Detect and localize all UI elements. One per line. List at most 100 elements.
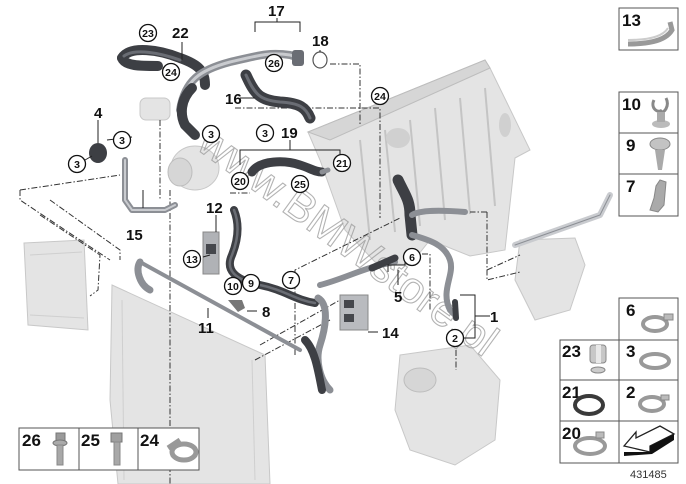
svg-text:24: 24 [374, 91, 386, 103]
water-pump [139, 97, 220, 191]
circle-callout-3b: 3 [67, 154, 87, 174]
legend-label-9: 9 [626, 136, 635, 155]
hose-clamp-24-icon [166, 437, 199, 463]
svg-text:13: 13 [186, 254, 198, 266]
callout-12: 12 [206, 200, 223, 217]
circle-callout-21: 21 [332, 153, 352, 173]
bracket-12 [202, 231, 220, 275]
svg-text:23: 23 [142, 28, 154, 40]
circle-callout-3a: 3 [112, 130, 132, 150]
legend-label-13: 13 [622, 11, 641, 30]
hose-right-main [392, 174, 468, 321]
svg-text:7: 7 [288, 275, 294, 287]
svg-text:3: 3 [119, 135, 125, 147]
part-18-ring [312, 51, 328, 69]
svg-text:21: 21 [336, 158, 348, 170]
o-ring-21-icon [573, 394, 605, 416]
heat-exchanger [394, 344, 501, 466]
svg-text:9: 9 [248, 278, 254, 290]
hose-lower-center [301, 294, 334, 394]
engine-block [306, 59, 531, 266]
callout-18: 18 [312, 33, 329, 50]
thermostat-26 [292, 50, 304, 66]
legend-label-6: 6 [626, 301, 635, 320]
circled-callouts: 2 3 3 3 3 6 7 9 10 13 20 21 23 24 24 25 … [67, 23, 465, 348]
svg-text:3: 3 [208, 129, 214, 141]
direction-arrow-icon [622, 425, 676, 456]
callout-16: 16 [225, 91, 242, 108]
circle-callout-23: 23 [138, 23, 158, 43]
circle-callout-9: 9 [241, 273, 261, 293]
circle-callout-24b: 24 [370, 86, 390, 106]
legend-label-25: 25 [81, 431, 100, 450]
callout-19: 19 [281, 125, 298, 142]
expanding-rivet-icon [649, 137, 671, 170]
circle-callout-3d: 3 [255, 123, 275, 143]
bracket-8 [228, 300, 245, 312]
hose-upper-left [176, 83, 200, 140]
hose-19 [247, 157, 331, 177]
legend-right-top: 13 [618, 7, 679, 51]
legend-label-23: 23 [562, 342, 581, 361]
callout-17: 17 [268, 3, 285, 20]
circle-callout-2: 2 [445, 328, 465, 348]
spring-band-clamp-6-icon [641, 313, 674, 333]
spring-band-clamp-20-icon [573, 431, 607, 456]
legend-right-mid: 10 9 7 [618, 91, 679, 217]
expansion-tank [512, 192, 613, 321]
circle-callout-6: 6 [402, 247, 422, 267]
circle-callout-7: 7 [281, 270, 301, 290]
circle-callout-10: 10 [223, 276, 243, 296]
spring-band-clamp-2-icon [638, 394, 670, 413]
callout-labels: 1 4 5 8 11 12 14 15 16 17 18 19 22 [94, 3, 498, 342]
svg-text:24: 24 [165, 67, 177, 79]
legend-label-7: 7 [626, 177, 635, 196]
legend-label-20: 20 [562, 424, 581, 443]
circle-callout-13: 13 [182, 249, 202, 269]
circle-callout-3c: 3 [201, 124, 221, 144]
svg-text:20: 20 [234, 176, 246, 188]
screw-26-icon [52, 432, 68, 466]
svg-text:10: 10 [227, 281, 239, 293]
figure-number: 431485 [630, 469, 667, 481]
callout-8: 8 [262, 304, 270, 321]
circle-callout-24a: 24 [161, 62, 181, 82]
small-radiator [23, 239, 89, 331]
callout-4: 4 [94, 105, 103, 122]
hose-16 [240, 69, 316, 124]
svg-text:2: 2 [452, 333, 458, 345]
svg-text:6: 6 [409, 252, 415, 264]
circle-callout-20: 20 [230, 171, 250, 191]
hose-clamp-3-icon [639, 352, 671, 370]
svg-text:3: 3 [74, 159, 80, 171]
callout-22: 22 [172, 25, 189, 42]
retaining-clip-icon [649, 179, 667, 213]
circle-callout-25: 25 [290, 174, 310, 194]
callout-14: 14 [382, 325, 399, 342]
part-4-clamp [89, 143, 107, 163]
legend-label-3: 3 [626, 342, 635, 361]
svg-text:26: 26 [268, 58, 280, 70]
legend-label-2: 2 [626, 383, 635, 402]
hose-clip-bracket-icon [627, 21, 675, 47]
bracket-14 [339, 294, 369, 331]
circle-callout-26: 26 [264, 53, 284, 73]
holder-clip-icon [651, 97, 670, 128]
callout-1: 1 [490, 309, 498, 326]
svg-text:3: 3 [262, 128, 268, 140]
hex-bolt-25-icon [110, 432, 123, 466]
svg-text:25: 25 [294, 179, 306, 191]
callout-5: 5 [394, 289, 402, 306]
pipe-5 [317, 254, 399, 288]
pipe-15 [122, 157, 178, 213]
hose-holder-23-icon [589, 344, 607, 374]
legend-label-24: 24 [140, 431, 159, 450]
legend-bottom-left: 26 25 24 [18, 427, 200, 471]
legend-label-10: 10 [622, 95, 641, 114]
legend-label-26: 26 [22, 431, 41, 450]
legend-right-bottom: 6 23 3 21 2 20 [559, 297, 679, 464]
hose-12-7 [225, 206, 319, 307]
pipe-11 [134, 258, 302, 352]
legend-label-21: 21 [562, 383, 581, 402]
